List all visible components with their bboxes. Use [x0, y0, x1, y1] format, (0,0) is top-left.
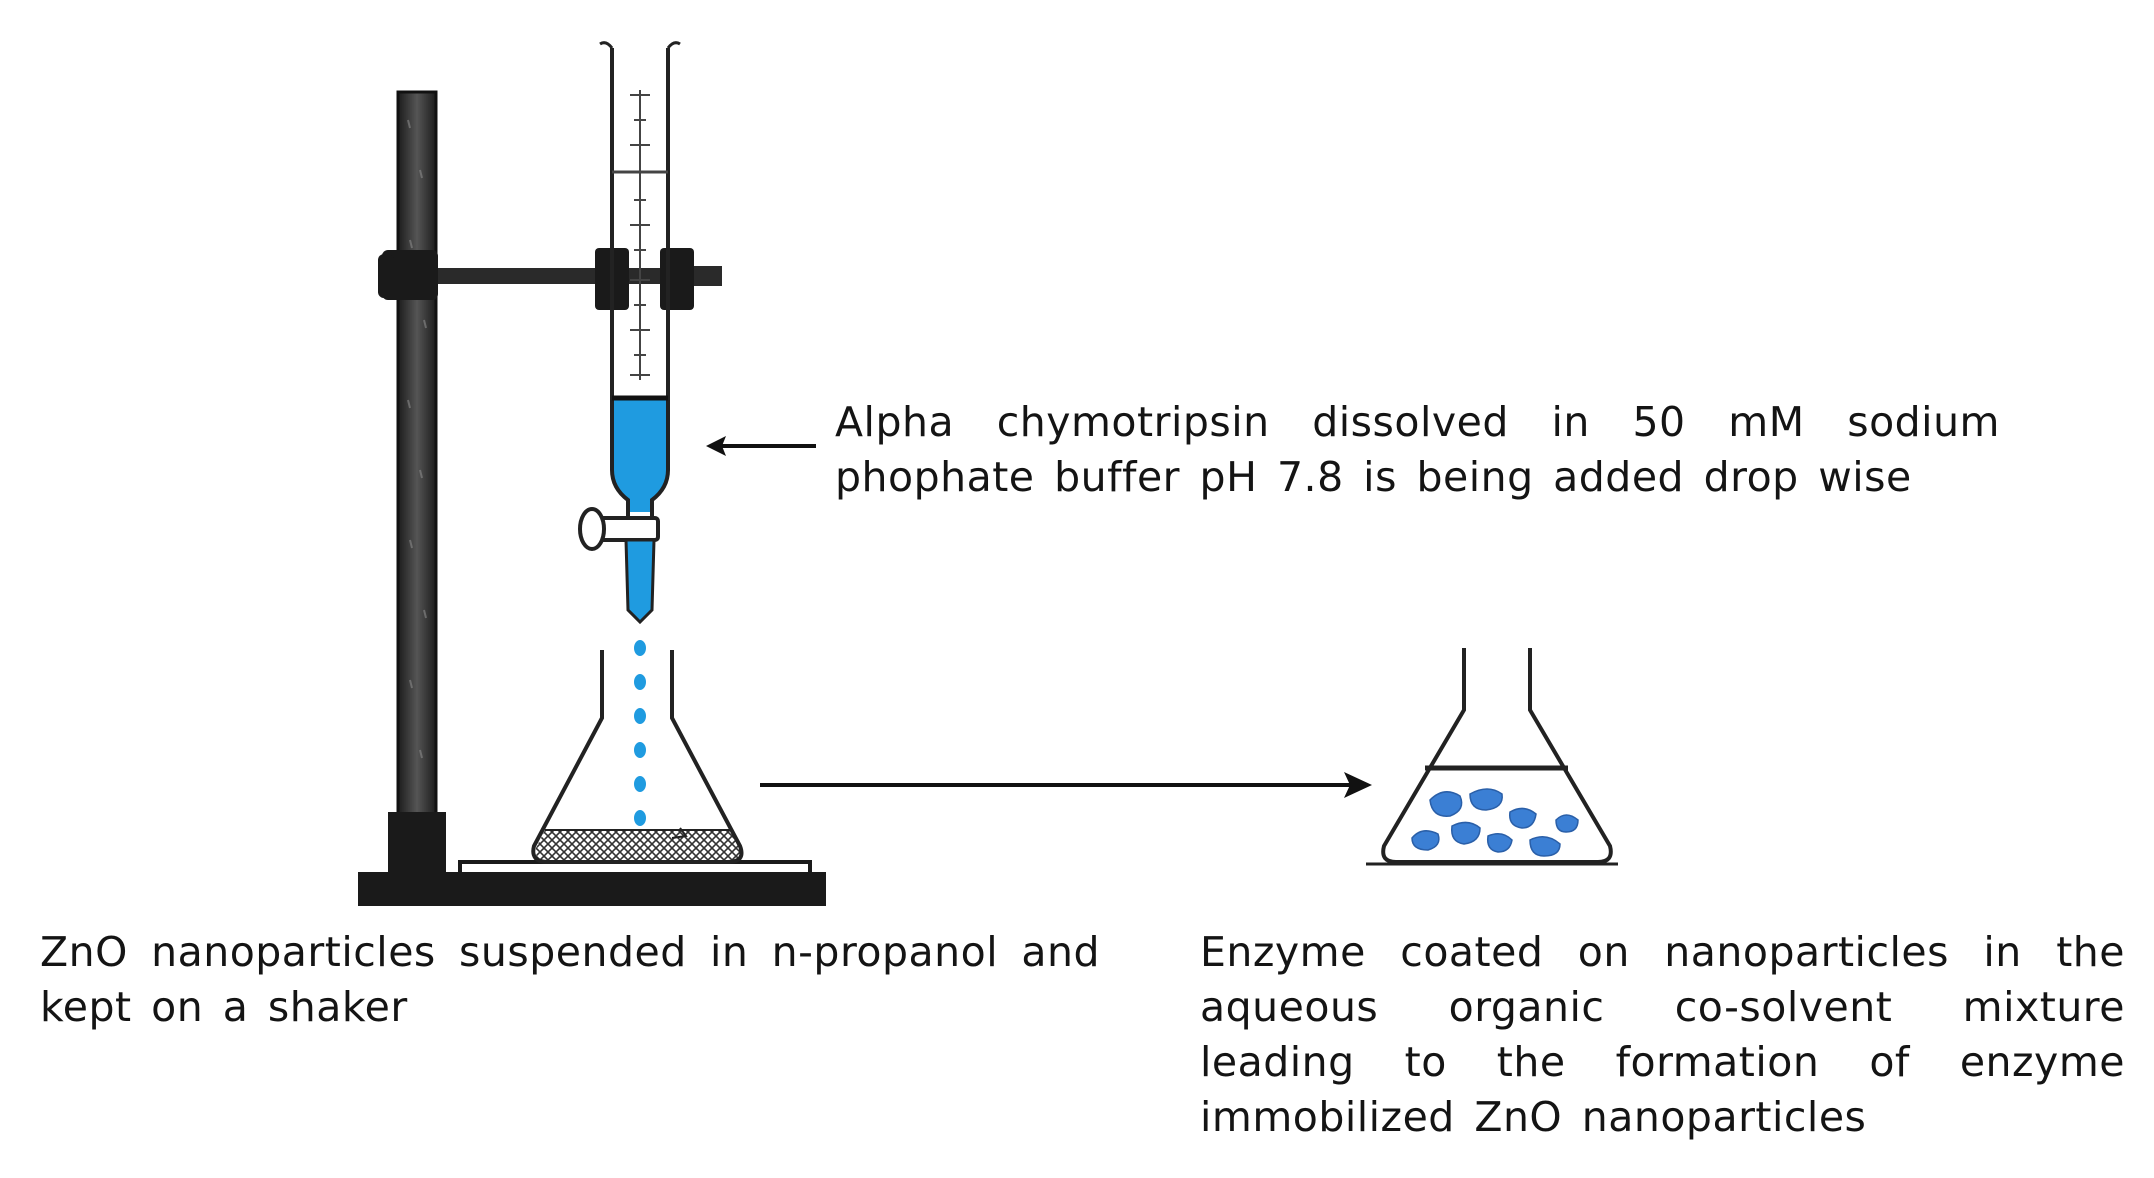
particle: [1529, 836, 1561, 857]
left-flask-caption: ZnO nanoparticles suspended in n-propano…: [40, 928, 1100, 1031]
particle: [1555, 814, 1579, 833]
boss-head: [382, 250, 438, 300]
drop: [634, 640, 646, 656]
burette-solution: [612, 398, 668, 512]
solution-drops: [634, 640, 646, 826]
burette-tube: [610, 48, 670, 520]
particle: [1469, 788, 1503, 811]
label-arrow: [706, 436, 816, 456]
particle: [1486, 833, 1513, 853]
stopcock-body: [596, 516, 660, 542]
flask-left-contents: [535, 830, 741, 862]
clamp-jaw-right: [660, 248, 694, 310]
clamp-knob-left: [378, 254, 394, 298]
stand-base: [358, 872, 826, 906]
drop: [634, 776, 646, 792]
flask-right-liquid: [1383, 768, 1611, 862]
buffer-caption: Alpha chymotripsin dissolved in 50 mM so…: [835, 398, 2000, 501]
flask-left-outline: [531, 650, 744, 864]
stand-collar: [388, 812, 446, 872]
flask-right-outline: [1381, 648, 1613, 864]
drop: [634, 708, 646, 724]
drop: [634, 810, 646, 826]
particle: [1451, 821, 1481, 845]
particle: [1429, 791, 1463, 817]
drop: [634, 674, 646, 690]
right-flask-caption: Enzyme coated on nanoparticles in the aq…: [1200, 928, 2125, 1141]
retort-stand: [358, 90, 826, 906]
burette-tip: [624, 538, 656, 625]
stand-rod: [396, 90, 438, 874]
process-arrow: [760, 772, 1372, 798]
burette: [578, 41, 681, 625]
particle: [1509, 807, 1537, 829]
enzyme-particles: [1411, 788, 1579, 857]
conical-flask-icon: [1366, 648, 1618, 866]
clamp-arm-end: [694, 266, 722, 286]
burette-graduations: [612, 90, 668, 380]
stopcock-handle: [578, 507, 606, 551]
drop: [634, 742, 646, 758]
conical-flask-icon: [531, 650, 744, 864]
particle: [1411, 830, 1440, 851]
